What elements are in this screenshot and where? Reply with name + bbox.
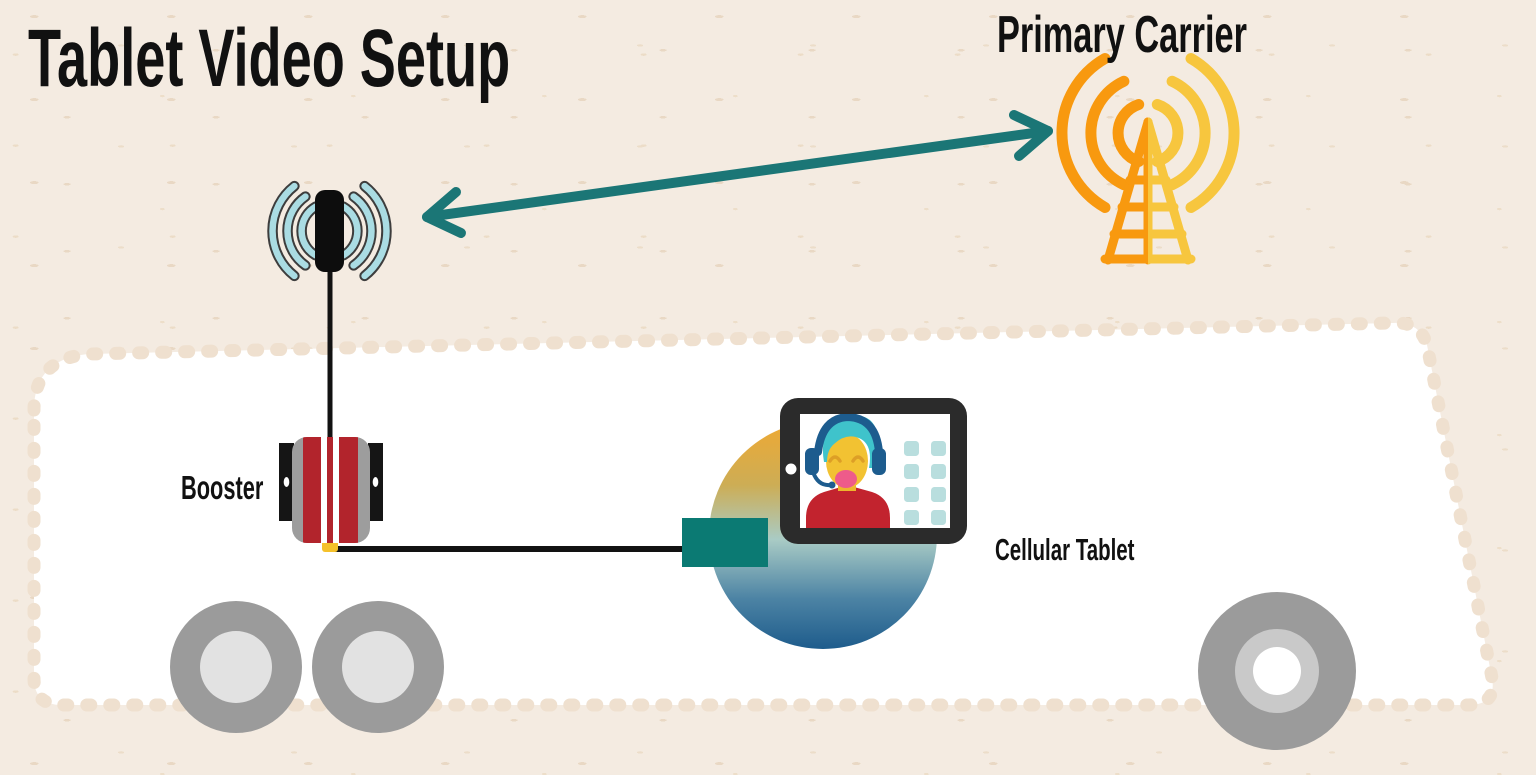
cell-tower-icon [1056,53,1240,265]
cellular-tablet-label: Cellular Tablet [995,532,1135,567]
tablet-camera-dot [785,463,797,475]
signal-booster-device [279,437,383,552]
primary-carrier-label: Primary Carrier [997,6,1247,64]
booster-label: Booster [181,469,264,506]
rooftop-antenna-icon [267,180,392,282]
app-grid-icon [904,441,946,525]
cable-connector-block [682,518,768,567]
tablet-video-call-illustration [780,398,967,544]
wheel-front-1 [170,601,302,733]
page-title: Tablet Video Setup [28,13,511,104]
wheel-front-2 [312,601,444,733]
double-headed-arrow-icon [422,110,1053,238]
video-call-person [805,414,890,528]
wheel-rear [1198,592,1356,750]
